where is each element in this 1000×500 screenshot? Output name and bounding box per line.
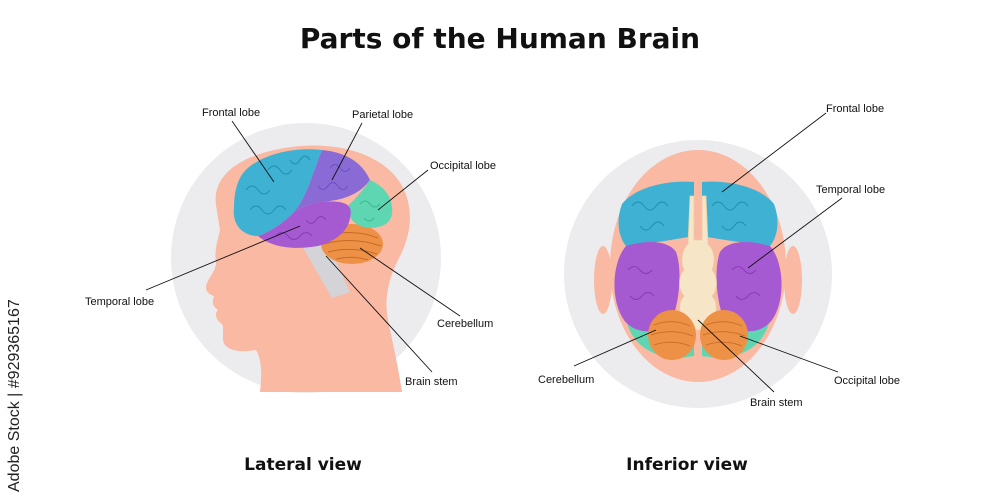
lateral-label-occipital-lobe: Occipital lobe: [430, 160, 497, 172]
inferior-label-brain-stem: Brain stem: [750, 397, 803, 409]
inferior-view-title: Inferior view: [626, 455, 748, 475]
inferior-label-cerebellum: Cerebellum: [538, 374, 595, 386]
lateral-frontal-lobe: [233, 149, 322, 236]
inferior-temporal-lobe-left: [614, 242, 680, 332]
lateral-view-title: Lateral view: [244, 455, 362, 475]
lateral-cerebellum-leader: [359, 247, 461, 317]
inferior-cerebellum-leader: [573, 329, 657, 367]
inferior-view-illustration: [564, 112, 843, 408]
right-ear: [784, 246, 802, 314]
lateral-brain-stem-leader: [325, 255, 433, 373]
inferior-frontal-lobe-right: [702, 181, 778, 246]
lateral-label-parietal-lobe: Parietal lobe: [352, 109, 414, 121]
stock-watermark: Adobe Stock | #929365167: [6, 299, 23, 492]
lateral-parietal-lobe: [292, 150, 370, 214]
left-ear: [594, 246, 612, 314]
inferior-cerebellum-left: [648, 310, 696, 360]
inferior-frontal-leader: [721, 112, 827, 193]
lateral-occipital-leader: [377, 169, 429, 211]
lateral-frontal-leader: [231, 120, 275, 183]
lateral-view-illustration: [145, 120, 461, 393]
lateral-temporal-leader: [145, 225, 301, 291]
inferior-temporal-lobe-right: [716, 242, 782, 332]
inferior-label-occipital-lobe: Occipital lobe: [834, 375, 901, 387]
inferior-brain-stem-leader: [697, 319, 775, 393]
inferior-frontal-lobe-left: [618, 181, 694, 246]
inferior-label-temporal-lobe: Temporal lobe: [816, 184, 886, 196]
page-title: Parts of the Human Brain: [299, 22, 701, 55]
inferior-cerebellum-right: [700, 310, 748, 360]
lateral-label-frontal-lobe: Frontal lobe: [202, 107, 261, 119]
lateral-label-brain-stem: Brain stem: [405, 376, 458, 388]
lateral-brain-stem: [302, 244, 350, 298]
lateral-temporal-lobe: [258, 201, 351, 248]
inferior-occipital-leader: [739, 335, 839, 373]
lateral-label-temporal-lobe: Temporal lobe: [85, 296, 155, 308]
inferior-temporal-leader: [747, 197, 843, 269]
lateral-label-cerebellum: Cerebellum: [437, 318, 494, 330]
lateral-parietal-leader: [331, 122, 363, 181]
inferior-label-frontal-lobe: Frontal lobe: [826, 103, 885, 115]
